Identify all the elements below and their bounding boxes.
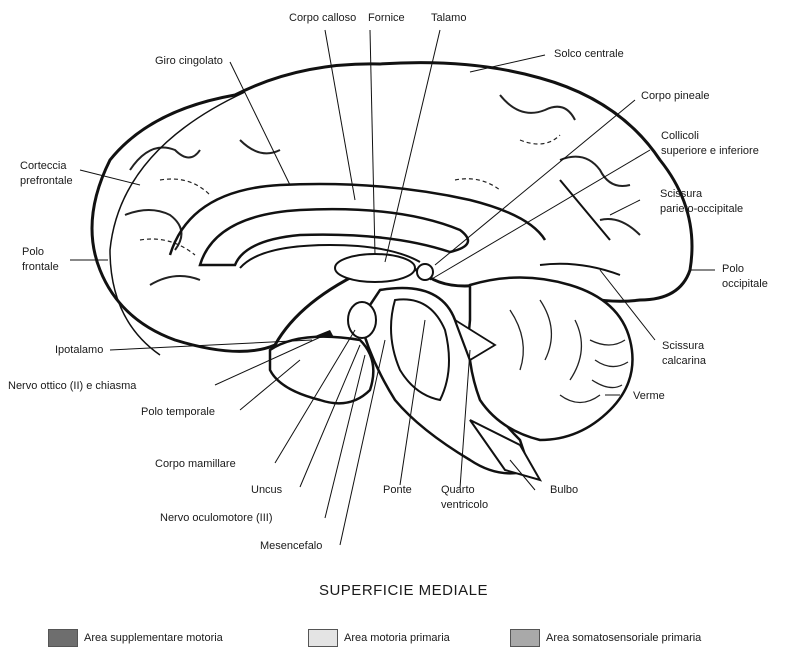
- legend-item-supplementare: Area supplementare motoria: [48, 628, 223, 648]
- label-scissura-po-2: parieto-occipitale: [660, 203, 743, 216]
- label-scissura-calc-1: Scissura: [662, 340, 704, 353]
- legend-swatch: [510, 629, 540, 647]
- pineal-body: [417, 264, 433, 280]
- temporal-lobe: [270, 337, 373, 404]
- legend-item-motoria: Area motoria primaria: [308, 628, 450, 648]
- label-mesencefalo: Mesencefalo: [260, 540, 322, 553]
- label-polo-frontale-1: Polo: [22, 246, 44, 259]
- label-verme: Verme: [633, 390, 665, 403]
- label-corpo-pineale: Corpo pineale: [641, 90, 710, 103]
- label-giro-cingolato: Giro cingolato: [155, 55, 223, 68]
- label-corteccia-2: prefrontale: [20, 175, 73, 188]
- label-nervo-oculomotore: Nervo oculomotore (III): [160, 512, 272, 525]
- legend-label: Area motoria primaria: [344, 632, 450, 644]
- label-scissura-calc-2: calcarina: [662, 355, 706, 368]
- label-polo-occipitale-2: occipitale: [722, 278, 768, 291]
- label-nervo-ottico: Nervo ottico (II) e chiasma: [8, 380, 136, 393]
- diagram-title: SUPERFICIE MEDIALE: [0, 582, 807, 599]
- label-solco-centrale: Solco centrale: [554, 48, 624, 61]
- label-corpo-calloso: Corpo calloso: [289, 12, 356, 25]
- legend-label: Area somatosensoriale primaria: [546, 632, 701, 644]
- label-quarto-1: Quarto: [441, 484, 475, 497]
- legend-swatch: [48, 629, 78, 647]
- label-talamo: Talamo: [431, 12, 466, 25]
- mammillary-body: [348, 302, 376, 338]
- label-uncus: Uncus: [251, 484, 282, 497]
- label-collicoli-1: Collicoli: [661, 130, 699, 143]
- label-bulbo: Bulbo: [550, 484, 578, 497]
- label-scissura-po-1: Scissura: [660, 188, 702, 201]
- legend-item-somatosensoriale: Area somatosensoriale primaria: [510, 628, 701, 648]
- label-quarto-2: ventricolo: [441, 499, 488, 512]
- label-polo-frontale-2: frontale: [22, 261, 59, 274]
- legend-label: Area supplementare motoria: [84, 632, 223, 644]
- label-corteccia-1: Corteccia: [20, 160, 66, 173]
- thalamus-shape: [335, 254, 415, 282]
- label-collicoli-2: superiore e inferiore: [661, 145, 759, 158]
- legend-swatch: [308, 629, 338, 647]
- label-polo-temporale: Polo temporale: [141, 406, 215, 419]
- label-ponte: Ponte: [383, 484, 412, 497]
- label-polo-occipitale-1: Polo: [722, 263, 744, 276]
- label-fornice: Fornice: [368, 12, 405, 25]
- label-ipotalamo: Ipotalamo: [55, 344, 103, 357]
- label-corpo-mamillare: Corpo mamillare: [155, 458, 236, 471]
